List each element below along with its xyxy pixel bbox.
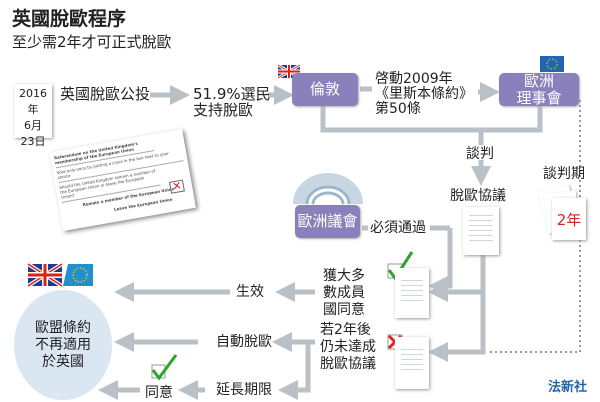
extend-label: 延長期限 [216, 382, 272, 398]
source-credit: 法新社 [548, 380, 588, 395]
auto-exit-label: 自動脫歐 [216, 334, 272, 350]
result-line: 支持脫歐 [193, 101, 254, 119]
date-month: 6月 [24, 119, 42, 132]
period-label: 談判期 [543, 166, 585, 182]
page-subtitle: 至少需2年才可正式脫歐 [12, 33, 172, 51]
arrow [428, 228, 453, 296]
deadline-dotted-line [488, 100, 581, 353]
majority-label: 獲大多 數成員 國同意 [323, 268, 365, 319]
no-deal-line: 若2年後 [320, 322, 371, 338]
outcome-line: 於英國 [42, 353, 84, 370]
agreement-document-icon [463, 207, 499, 255]
council-line: 歐洲 [523, 71, 554, 90]
outcome-circle: 歐盟條約 不再適用 於英國 [14, 290, 112, 400]
uk-flag-icon [26, 262, 64, 288]
agree-label: 同意 [145, 385, 173, 401]
agreement-label: 脫歐協議 [450, 188, 506, 204]
date-year: 2016年 [19, 87, 47, 116]
european-parliament-box: 歐洲議會 [295, 205, 360, 238]
article50-line: 第50條 [375, 101, 421, 117]
majority-line: 數成員 [323, 285, 365, 301]
council-line: 理事會 [516, 88, 562, 107]
negotiate-label: 談判 [466, 146, 494, 162]
period-calendar-card: 2年 [552, 198, 586, 240]
london-box: 倫敦 [292, 73, 358, 106]
result-label: 51.9%選民支持脫歐 [193, 86, 271, 118]
ballot-cross-icon: ✕ [169, 179, 185, 194]
page-title: 英國脫歐程序 [12, 8, 127, 30]
check-icon [151, 354, 178, 381]
majority-line: 獲大多 [323, 268, 365, 284]
majority-line: 國同意 [323, 302, 365, 318]
no-deal-label: 若2年後 仍未達成 脫歐協議 [320, 322, 376, 373]
article50-line: 《里斯本條約》 [375, 86, 473, 102]
result-line: 51.9%選民 [193, 85, 271, 103]
referendum-label: 英國脫歐公投 [60, 85, 151, 103]
article50-line: 啓動2009年 [375, 71, 453, 87]
document-icon [395, 268, 429, 318]
outcome-line: 不再適用 [35, 336, 91, 353]
negotiation-bracket [320, 106, 543, 133]
arrow [428, 255, 486, 362]
arrow [278, 342, 311, 400]
date-day: 23日 [20, 135, 46, 148]
parliament-arch-icon [293, 173, 363, 205]
eu-flag-icon [540, 56, 564, 72]
document-icon [395, 337, 429, 389]
article50-label: 啓動2009年 《里斯本條約》 第50條 [375, 72, 473, 117]
outcome-line: 歐盟條約 [35, 319, 91, 336]
must-pass-label: 必須通過 [370, 220, 426, 236]
date-card: 2016年 6月 23日 [14, 84, 52, 148]
no-deal-line: 仍未達成 [320, 339, 376, 355]
european-council-box: 歐洲理事會 [499, 71, 579, 107]
eu-flag-icon [63, 264, 93, 286]
effective-label: 生效 [236, 284, 264, 300]
no-deal-line: 脫歐協議 [320, 356, 376, 372]
